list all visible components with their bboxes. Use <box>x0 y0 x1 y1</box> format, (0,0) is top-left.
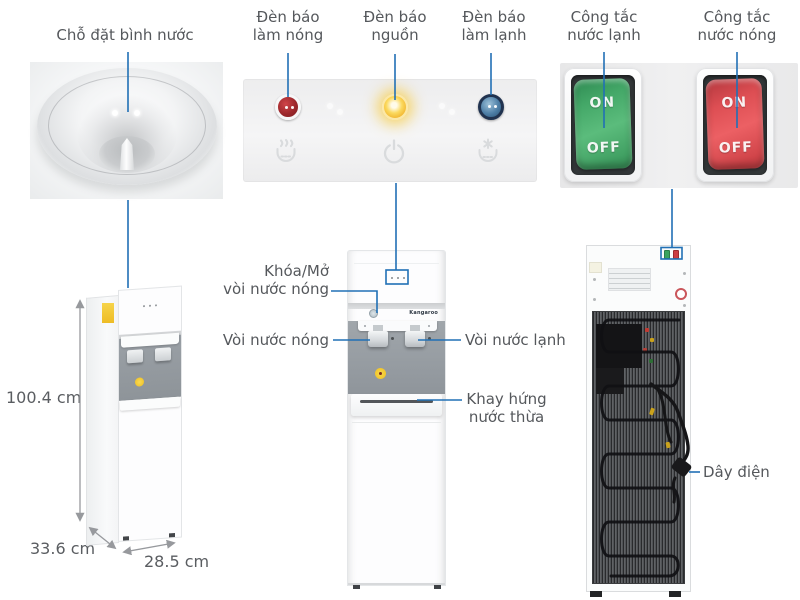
dimension-depth: 33.6 cm <box>30 539 96 558</box>
power-icon <box>383 139 405 164</box>
gray-panel <box>348 321 445 394</box>
screw <box>593 298 596 301</box>
side-face <box>86 295 119 546</box>
label-hot-tap: Vòi nước nóng <box>222 331 329 349</box>
switch-on-label: ON <box>589 94 616 112</box>
drip-tray-slot <box>360 400 433 403</box>
mini-indicator-dots <box>143 304 161 308</box>
hot-switch-rocker: ON OFF <box>705 78 765 170</box>
foot <box>169 533 175 538</box>
basin-highlight-dot <box>112 110 118 116</box>
drip-tray <box>351 394 442 416</box>
heating-icon <box>276 138 296 162</box>
power-cord <box>649 382 690 504</box>
cooling-led <box>478 94 504 120</box>
trim-stripe <box>348 303 445 309</box>
drain-cap <box>675 288 687 300</box>
mini-hot-tap <box>127 349 143 364</box>
switch-on-label: ON <box>721 94 748 112</box>
hot-symbol-dot <box>391 337 394 340</box>
wire <box>650 338 654 342</box>
dispenser-side-view <box>82 285 186 547</box>
power-led <box>382 94 408 120</box>
heating-led <box>275 94 301 120</box>
screw <box>593 278 596 281</box>
switch-off-label: OFF <box>586 139 622 157</box>
label-hot-tap-lock: Khóa/Mở vòi nước nóng <box>223 262 329 299</box>
rating-sticker <box>589 262 602 273</box>
label-heating-indicator: Đèn báo làm nóng <box>252 8 324 45</box>
panel-reflection-dot <box>449 109 455 115</box>
label-cooling-indicator: Đèn báo làm lạnh <box>461 8 527 45</box>
label-cold-tap: Vòi nước lạnh <box>465 331 566 349</box>
label-bottle-seat: Chỗ đặt bình nước <box>56 26 194 44</box>
wire <box>645 328 649 332</box>
basin-valve-pin <box>120 138 134 170</box>
base-edge <box>348 583 445 585</box>
foot <box>123 536 129 541</box>
brand-logo: Kangaroo <box>409 310 438 316</box>
cold-switch: ON OFF <box>564 68 642 182</box>
warning-sticker <box>375 368 386 379</box>
cabinet-door-seam <box>352 422 441 423</box>
panel-reflection-dot <box>439 103 445 109</box>
screw <box>683 304 686 307</box>
foot <box>590 591 602 597</box>
hot-tap-lock-button <box>369 309 378 318</box>
cooling-icon <box>478 138 498 162</box>
dimension-width: 28.5 cm <box>144 552 210 571</box>
indicator-dots <box>391 277 405 279</box>
lid-seam <box>354 263 439 264</box>
foot <box>669 591 681 597</box>
label-drip-tray: Khay hứng nước thừa <box>466 390 547 427</box>
foot <box>353 585 360 589</box>
hot-tap <box>368 325 388 347</box>
dispenser-back-view <box>586 245 693 597</box>
front-face <box>118 285 182 542</box>
screw <box>683 272 686 275</box>
side-label-sticker <box>102 303 114 323</box>
hot-switch: ON OFF <box>696 68 774 182</box>
dispenser-front-view: Kangaroo <box>347 250 446 589</box>
foot <box>434 585 441 589</box>
panel-reflection-dot <box>337 109 343 115</box>
tap-mount-bar <box>358 321 437 331</box>
switch-off-label: OFF <box>718 139 754 157</box>
label-power-cord: Dây điện <box>703 463 770 481</box>
label-cold-water-switch: Công tắc nước lạnh <box>567 8 641 45</box>
electronics-block <box>596 368 624 394</box>
spec-label <box>608 268 651 291</box>
panel-reflection-dot <box>327 103 333 109</box>
label-hot-water-switch: Công tắc nước nóng <box>697 8 777 45</box>
dimension-height: 100.4 cm <box>6 388 82 407</box>
serpentine-coil <box>600 318 681 578</box>
cold-tap <box>405 325 425 347</box>
cold-switch-rocker: ON OFF <box>573 78 633 170</box>
mini-cold-tap <box>155 347 171 362</box>
basin-highlight-dot <box>134 110 140 116</box>
wire <box>643 348 647 352</box>
bottle-seat-photo <box>30 62 223 199</box>
cold-symbol-dot <box>428 337 431 340</box>
basin-rim-ring <box>48 76 206 175</box>
wire <box>649 359 653 363</box>
label-power-indicator: Đèn báo nguồn <box>363 8 427 45</box>
indicator-panel-photo <box>243 79 537 182</box>
switch-panel-photo: ON OFF ON OFF <box>560 63 798 188</box>
